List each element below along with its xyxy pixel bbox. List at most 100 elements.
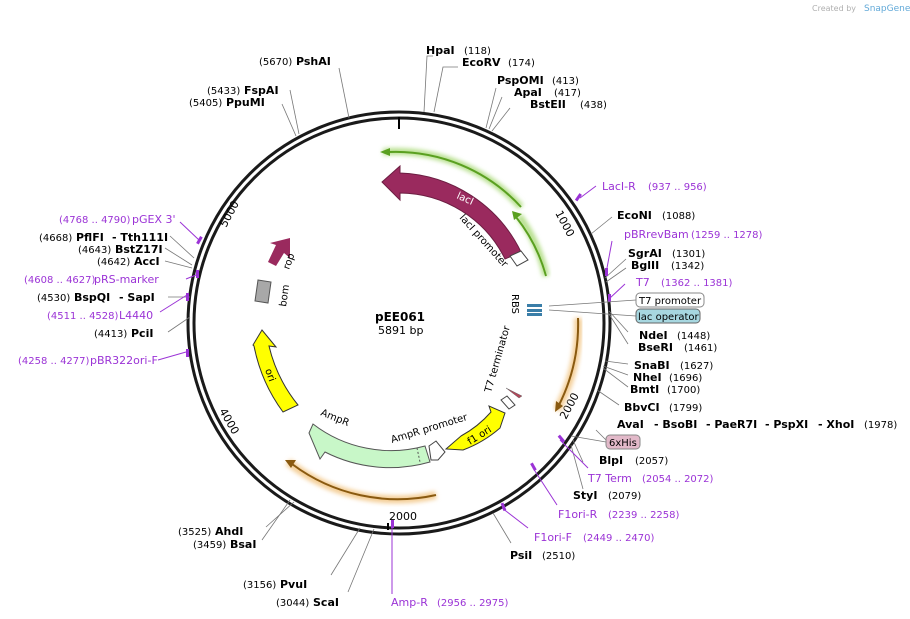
tick-5000: 5000 xyxy=(217,199,242,230)
enzyme-PvuI-name: PvuI xyxy=(280,578,307,591)
enzyme-EcoNI-pos: (1088) xyxy=(662,211,695,222)
plasmid-name: pEE061 xyxy=(375,310,425,324)
primer-Amp-R-pos: (2956 .. 2975) xyxy=(437,598,509,609)
enzyme-ApaI-pos: (417) xyxy=(554,88,581,99)
backbone xyxy=(186,110,612,536)
enzyme-PspXI-name: - PspXI xyxy=(765,418,808,431)
enzyme-XhoI-name: - XhoI xyxy=(818,418,854,431)
enzyme-ScaI-name: ScaI xyxy=(313,596,339,609)
box-lac-operator-label: lac operator xyxy=(638,312,699,323)
box-6xHis: 6xHis xyxy=(570,434,641,450)
enzyme-PciI-name: PciI xyxy=(131,327,153,340)
enzyme-BstEII-pos: (438) xyxy=(580,100,607,111)
enzyme-BseRI-pos: (1461) xyxy=(684,343,717,354)
enzyme-EcoRV-name: EcoRV xyxy=(462,56,501,69)
credit-brand: SnapGene xyxy=(864,4,910,14)
primer-leader-lines xyxy=(157,185,626,594)
enzyme-AhdI-name: AhdI xyxy=(215,525,243,538)
plasmid-length: 5891 bp xyxy=(378,324,423,337)
orf-arc-green-top xyxy=(380,148,524,210)
enzyme-AvaI-group-pos: (1978) xyxy=(864,420,897,431)
enzyme-SgrAI-pos: (1301) xyxy=(672,249,705,260)
enzyme-StyI-name: StyI xyxy=(573,489,597,502)
primer-L4440-name: L4440 xyxy=(119,309,153,322)
enzyme-PspOMI-pos: (413) xyxy=(552,76,579,87)
box-lac-operator: lac operator xyxy=(548,308,701,324)
enzyme-SapI-name: - SapI xyxy=(119,291,155,304)
enzyme-BbvCI-name: BbvCI xyxy=(624,401,660,414)
enzyme-AccI-pos: (4642) xyxy=(97,257,130,268)
enzyme-HpaI-name: HpaI xyxy=(426,44,455,57)
feature-ori: ori xyxy=(252,329,299,413)
enzyme-PshAI-name: PshAI xyxy=(296,55,331,68)
enzyme-HpaI-pos: (118) xyxy=(464,46,491,57)
enzyme-BspQI-pos: (4530) xyxy=(37,293,70,304)
primer-LacI-R-name: LacI-R xyxy=(602,180,636,193)
enzyme-PsiI-pos: (2510) xyxy=(542,551,575,562)
enzyme-BlpI-name: BlpI xyxy=(599,454,623,467)
enzyme-BsaI-name: BsaI xyxy=(230,538,256,551)
primer-pBRrevBam-name: pBRrevBam xyxy=(624,228,689,241)
feature-AmpR-label: AmpR xyxy=(319,408,351,429)
primer-pBR322ori-F-pos: (4258 .. 4277) xyxy=(18,356,90,367)
enzyme-BmtI-name: BmtI xyxy=(630,383,659,396)
primer-LacI-R-pos: (937 .. 956) xyxy=(648,182,707,193)
enzyme-BmtI-pos: (1700) xyxy=(667,385,700,396)
feature-T7-terminator: T7 terminator xyxy=(483,324,523,410)
enzyme-FspAI-pos: (5433) xyxy=(207,86,240,97)
enzyme-BstZ17I-pos: (4643) xyxy=(78,245,111,256)
primer-F1ori-R-pos: (2239 .. 2258) xyxy=(608,510,680,521)
primer-marks xyxy=(186,193,611,528)
enzyme-SnaBI-pos: (1627) xyxy=(680,361,713,372)
enzyme-PpuMI-pos: (5405) xyxy=(189,98,222,109)
enzyme-FspAI-name: FspAI xyxy=(244,84,279,97)
enzyme-BbvCI-pos: (1799) xyxy=(669,403,702,414)
primer-pGEX-3-pos: (4768 .. 4790) xyxy=(59,215,131,226)
feature-bom: bom xyxy=(254,279,292,307)
primer-pGEX-3-name: pGEX 3' xyxy=(132,213,176,226)
enzyme-PspOMI-name: PspOMI xyxy=(497,74,544,87)
primer-F1ori-R-name: F1ori-R xyxy=(558,508,598,521)
feature-rop-label: rop xyxy=(281,252,297,271)
enzyme-NheI-name: NheI xyxy=(633,371,662,384)
enzyme-PvuI-pos: (3156) xyxy=(243,580,276,591)
primer-pRS-marker-pos: (4608 .. 4627) xyxy=(24,275,96,286)
enzyme-ScaI-pos: (3044) xyxy=(276,598,309,609)
enzyme-BseRI-name: BseRI xyxy=(638,341,673,354)
enzyme-NdeI-pos: (1448) xyxy=(677,331,710,342)
enzyme-PflFI-name: PflFI xyxy=(76,231,104,244)
feature-rop: rop xyxy=(268,238,297,271)
enzyme-AvaI-name: AvaI xyxy=(617,418,644,431)
enzyme-BsoBI-name: - BsoBI xyxy=(654,418,697,431)
primer-pBRrevBam-pos: (1259 .. 1278) xyxy=(691,230,763,241)
enzyme-AccI-name: AccI xyxy=(134,255,160,268)
enzyme-BsaI-pos: (3459) xyxy=(193,540,226,551)
primer-T7-Term-pos: (2054 .. 2072) xyxy=(642,474,714,485)
credit-prefix: Created by xyxy=(812,4,856,13)
enzyme-BstZ17I-name: BstZ17I xyxy=(115,243,163,256)
primer-L4440-pos: (4511 .. 4528) xyxy=(47,311,119,322)
enzyme-AhdI-pos: (3525) xyxy=(178,527,211,538)
enzyme-SnaBI-name: SnaBI xyxy=(634,359,670,372)
enzyme-BstEII-name: BstEII xyxy=(530,98,566,111)
box-t7-promoter-label: T7 promoter xyxy=(638,296,702,307)
primer-F1ori-F-pos: (2449 .. 2470) xyxy=(583,533,655,544)
enzyme-Tth111I-name: - Tth111I xyxy=(112,231,168,244)
feature-f1-ori: f1 ori xyxy=(444,405,506,451)
orf-arc-orange-right xyxy=(553,317,583,412)
primer-T7-name: T7 xyxy=(635,276,650,289)
enzyme-PshAI-pos: (5670) xyxy=(259,57,292,68)
primer-pBR322ori-F-name: pBR322ori-F xyxy=(90,354,158,367)
feature-RBS: RBS xyxy=(509,294,542,316)
enzyme-BspQI-name: BspQI xyxy=(74,291,110,304)
orf-arc-orange-bottom xyxy=(285,458,437,504)
enzyme-NdeI-name: NdeI xyxy=(639,329,668,342)
enzyme-PsiI-name: PsiI xyxy=(510,549,532,562)
box-6xHis-label: 6xHis xyxy=(609,438,637,449)
enzyme-BglII-pos: (1342) xyxy=(671,261,704,272)
enzyme-PaeR7I-name: - PaeR7I xyxy=(706,418,757,431)
primer-pRS-marker-name: pRS-marker xyxy=(94,273,159,286)
enzyme-BglII-name: BglII xyxy=(631,259,659,272)
enzyme-SgrAI-name: SgrAI xyxy=(628,247,662,260)
